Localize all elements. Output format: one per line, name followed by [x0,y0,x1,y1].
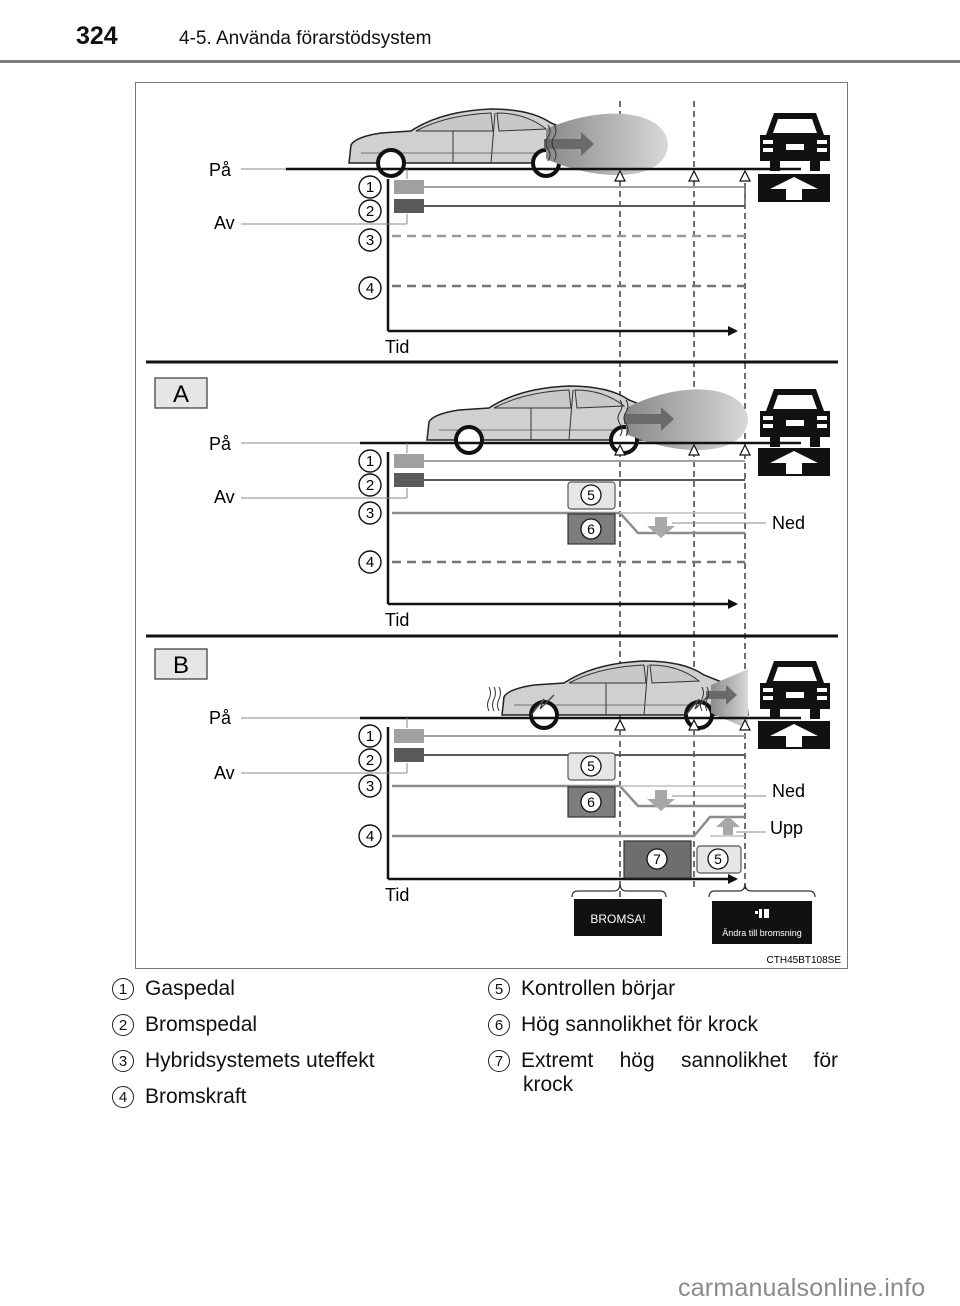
legend-left: 1 Gaspedal 2 Bromspedal 3 Hybridsystemet… [112,976,472,1120]
legend-number: 5 [488,978,510,1000]
panel-b: B [154,648,830,944]
legend-right: 5 Kontrollen börjar 6 Hög sannolikhet fö… [488,976,838,1097]
legend-item: 3 Hybridsystemets uteffekt [112,1048,472,1073]
event-number-6: 6 [587,794,595,810]
legend-number: 3 [112,1050,134,1072]
legend-text: Bromspedal [145,1013,258,1036]
legend-number: 6 [488,1014,510,1036]
legend-number: 4 [112,1086,134,1108]
legend-text: Bromskraft [145,1085,247,1108]
header-divider [0,60,960,63]
event-number-6: 6 [587,521,595,537]
panel-badge-b: B [173,652,189,679]
label-time: Tid [385,610,409,630]
label-off: Av [214,763,235,783]
label-on: På [209,434,232,454]
switch-to-braking-display [712,901,812,944]
figure-code: CTH45BT108SE [767,955,842,966]
legend-text: Hög sannolikhet för krock [521,1013,758,1036]
label-off: Av [214,487,235,507]
legend-number: 7 [488,1050,510,1072]
page-header: 324 4-5. Använda förarstödsystem [0,0,960,63]
annotation-up: Upp [770,818,803,838]
row-number-3: 3 [366,232,374,249]
legend-item: 2 Bromspedal [112,1012,472,1037]
annotation-down: Ned [772,781,805,801]
panel-normal: 1 2 3 4 På Av Tid [209,107,830,357]
event-number-5: 5 [587,487,595,503]
row-number-1: 1 [366,728,374,745]
row-number-3: 3 [366,778,374,795]
legend-text-continuation: krock [523,1073,574,1096]
panel-badge-a: A [173,381,189,408]
watermark: carmanualsonline.info [678,1274,926,1302]
legend-item: 7 Extremt hög sannolikhet för [488,1048,838,1073]
pcs-timing-diagram: 1 2 3 4 På Av Tid A [135,82,848,969]
legend-item: 4 Bromskraft [112,1084,472,1109]
row-number-3: 3 [366,505,374,522]
row-number-1: 1 [366,453,374,470]
row-number-2: 2 [366,477,374,494]
legend-item: 6 Hög sannolikhet för krock [488,1012,838,1037]
switch-to-braking-text: Ändra till bromsning [722,928,802,938]
legend-text: Hybridsystemets uteffekt [145,1049,375,1072]
event-number-7: 7 [653,851,661,867]
event-number-5b: 5 [714,851,722,867]
label-off: Av [214,213,235,233]
label-on: På [209,708,232,728]
brake-warning-text: BROMSA! [590,912,645,926]
row-number-4: 4 [366,828,374,845]
brake-warning-display [574,899,662,936]
label-time: Tid [385,885,409,905]
row-number-4: 4 [366,554,374,571]
legend-item: 5 Kontrollen börjar [488,976,838,1001]
row-number-4: 4 [366,280,374,297]
row-number-1: 1 [366,179,374,196]
foot-pedal-icon [755,909,769,918]
panel-a: A [154,377,830,630]
timing-lines [619,101,746,903]
legend-number: 2 [112,1014,134,1036]
event-number-5: 5 [587,758,595,774]
page-number: 324 [76,22,118,50]
legend-item: 1 Gaspedal [112,976,472,1001]
legend-text: Extremt hög sannolikhet för [521,1049,838,1072]
annotation-down: Ned [772,513,805,533]
row-number-2: 2 [366,752,374,769]
row-number-2: 2 [366,203,374,220]
legend-number: 1 [112,978,134,1000]
legend-text: Gaspedal [145,977,235,1000]
section-title: 4-5. Använda förarstödsystem [179,28,432,49]
legend-text: Kontrollen börjar [521,977,676,1000]
label-on: På [209,160,232,180]
label-time: Tid [385,337,409,357]
